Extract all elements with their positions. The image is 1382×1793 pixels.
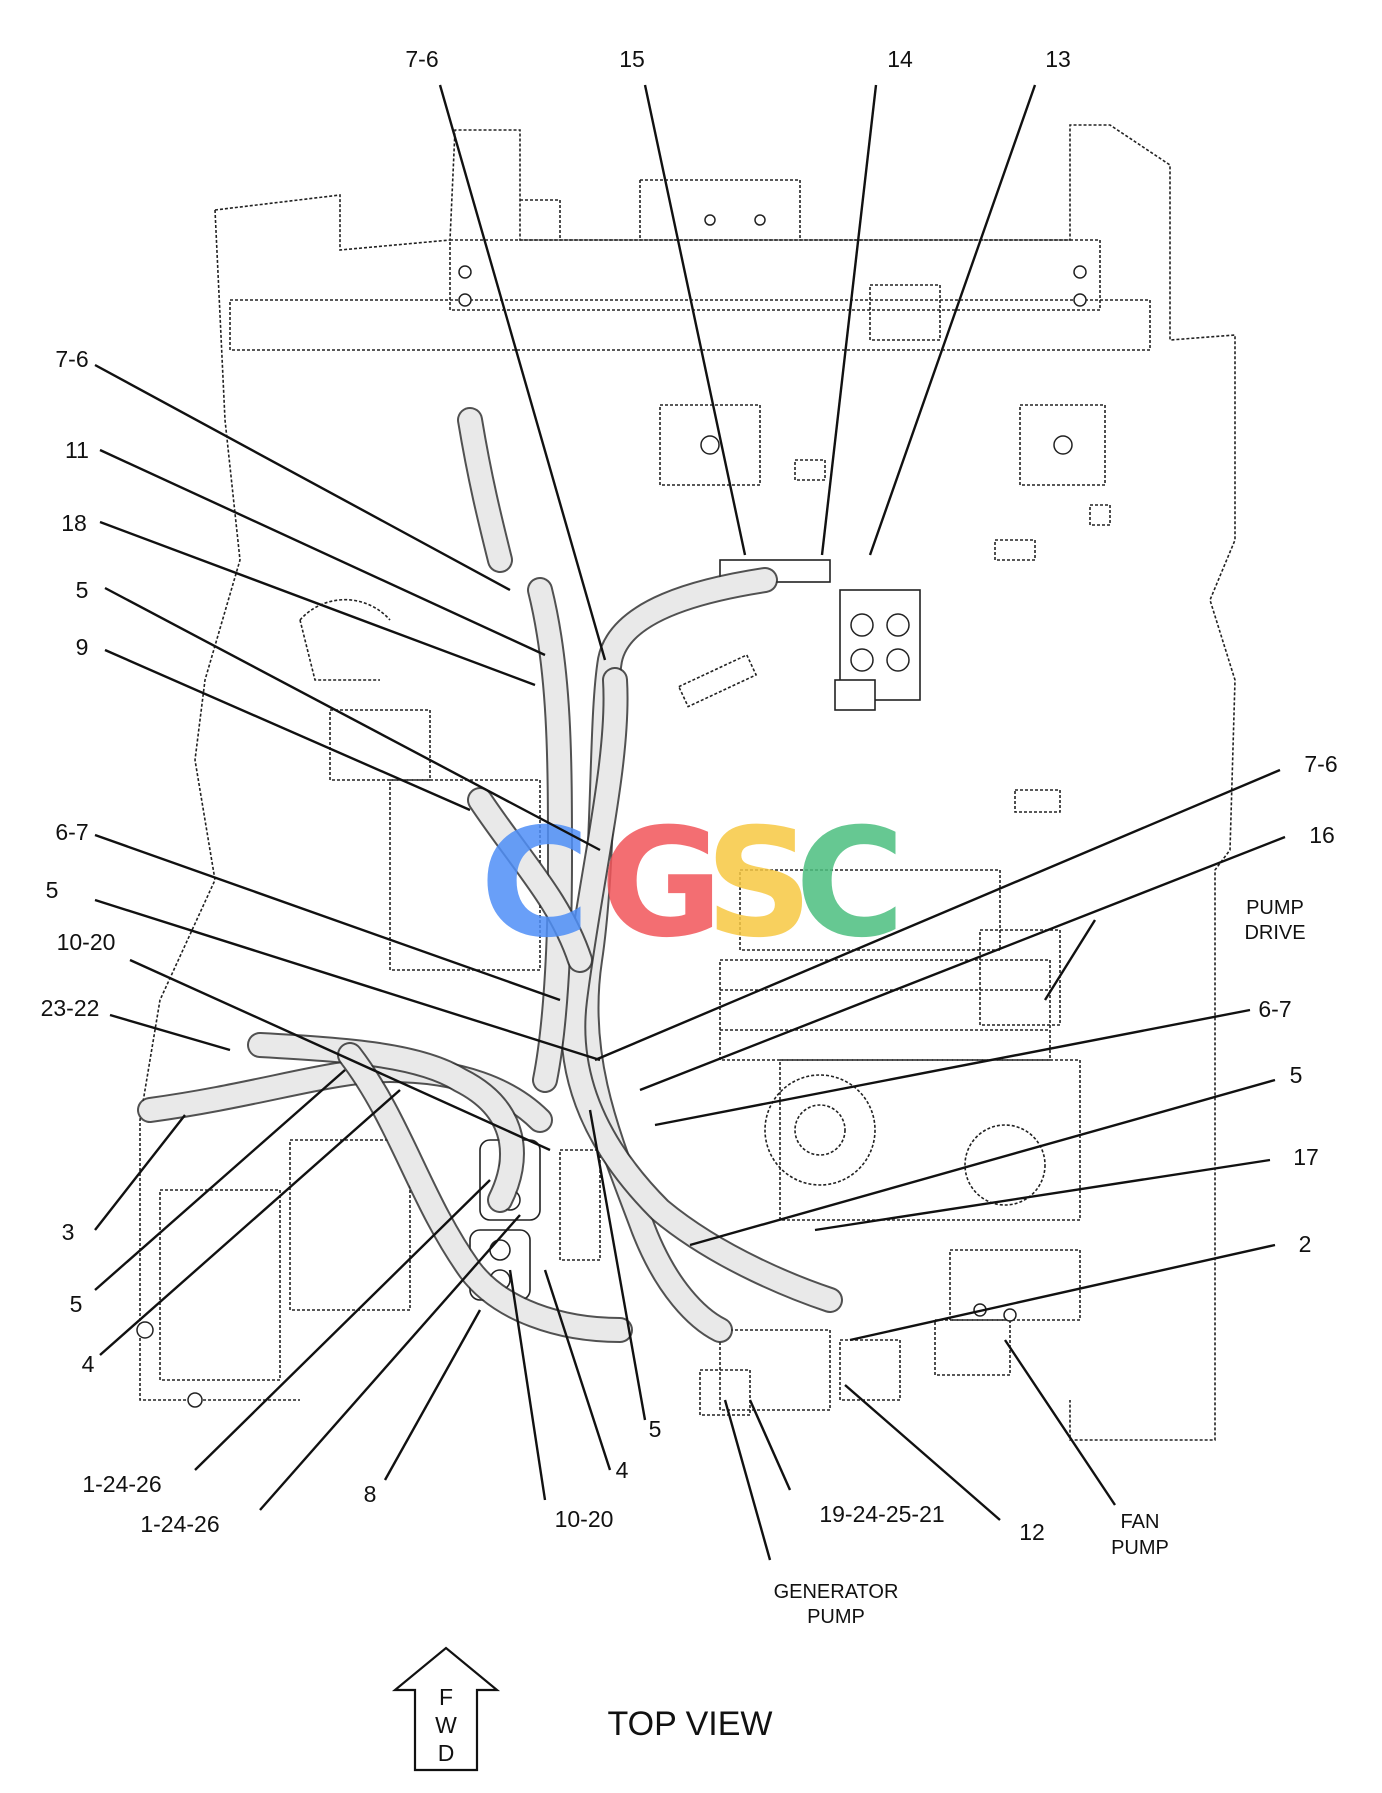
callout: 1-24-26 [140,1511,219,1537]
fan-pump-label-line1: FAN [1121,1511,1160,1533]
callout: 15 [619,46,645,72]
callout: 23-22 [41,995,100,1021]
callout: 8 [364,1481,377,1507]
pump-drive-label-line1: PUMP [1246,897,1304,919]
callout: 1-24-26 [82,1471,161,1497]
forward-arrow-letter: W [435,1712,457,1738]
callout: 17 [1293,1144,1319,1170]
callout: 18 [61,510,87,536]
callout: 5 [76,577,89,603]
callout: 5 [649,1416,662,1442]
callout: 5 [70,1291,83,1317]
callout: 7-6 [405,46,438,72]
callout: 19-24-25-21 [819,1501,944,1527]
leader-lines [94,84,1286,1561]
watermark-letter-c2: C [795,797,905,971]
callout: 6-7 [1258,996,1291,1022]
callout: 7-6 [1304,751,1337,777]
callout: 2 [1299,1231,1312,1257]
view-title: TOP VIEW [607,1705,772,1743]
callout: 12 [1019,1519,1045,1545]
callouts: 7-6 15 14 13 7-6 11 18 5 9 7-6 16 6-7 5 … [41,46,1338,1545]
callout: 4 [82,1351,95,1377]
watermark-letter-g: G [600,797,723,971]
forward-arrow-icon: F W D [391,1646,501,1772]
callout: 10-20 [555,1506,614,1532]
pump-drive-label-line2: DRIVE [1244,922,1305,944]
watermark: C G S C [480,797,905,971]
component-labels: PUMP DRIVE FAN PUMP GENERATOR PUMP [774,897,1306,1628]
watermark-letter-c: C [480,797,590,971]
callout: 3 [62,1219,75,1245]
callout: 5 [46,877,59,903]
fan-pump-label-line2: PUMP [1111,1537,1169,1559]
callout: 13 [1045,46,1071,72]
callout: 14 [887,46,913,72]
callout: 16 [1309,822,1335,848]
callout: 10-20 [57,929,116,955]
forward-arrow-letter: F [439,1684,453,1710]
hoses [137,407,843,1343]
callout: 6-7 [55,819,88,845]
callout: 9 [76,634,89,660]
callout: 7-6 [55,346,88,372]
forward-arrow-letter: D [438,1740,455,1766]
callout: 4 [616,1457,629,1483]
watermark-letter-s: S [705,797,813,971]
generator-pump-label-line2: PUMP [807,1606,865,1628]
callout: 11 [65,437,89,463]
generator-pump-label-line1: GENERATOR [774,1581,899,1603]
callout: 5 [1290,1062,1303,1088]
